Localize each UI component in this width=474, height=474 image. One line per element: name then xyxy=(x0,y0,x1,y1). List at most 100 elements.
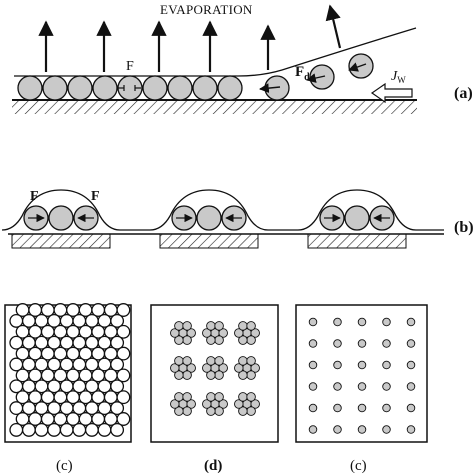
label-bottom-right: (c) xyxy=(350,458,367,474)
hex-particle xyxy=(116,303,131,317)
dot-particle xyxy=(333,317,342,327)
hex-particle xyxy=(110,335,125,350)
cluster-particle xyxy=(238,406,248,416)
dot-particle xyxy=(308,317,318,327)
cluster-particle xyxy=(182,406,192,416)
cluster-particle xyxy=(214,370,224,380)
dot-particle xyxy=(333,339,342,348)
hex-particle xyxy=(116,324,131,339)
cluster-particle xyxy=(206,335,216,345)
force-label-b-right: F xyxy=(91,189,100,204)
dot-particle xyxy=(406,317,416,327)
dot-particle xyxy=(406,425,416,434)
cluster-particle xyxy=(174,406,184,416)
dot-particle xyxy=(382,382,391,391)
cluster-particle xyxy=(218,363,228,373)
dot-particle xyxy=(382,360,391,370)
substrate-a xyxy=(12,100,417,114)
dot-particle xyxy=(406,360,416,370)
hex-particle xyxy=(110,313,125,328)
cluster-particle xyxy=(182,356,192,366)
hex-particle xyxy=(116,346,131,361)
hex-particle xyxy=(116,390,131,405)
isolated-particles xyxy=(308,317,416,434)
dot-particle xyxy=(357,425,367,434)
hex-particle xyxy=(110,379,125,394)
cluster-particle xyxy=(186,399,196,409)
hex-particle xyxy=(84,422,99,437)
cluster-particle xyxy=(238,321,248,331)
cluster-particle xyxy=(174,370,184,380)
hex-particle xyxy=(116,412,131,426)
cluster-particle xyxy=(246,356,256,366)
liquid-film-surface xyxy=(14,27,417,77)
cluster-particle xyxy=(246,321,256,331)
dot-particle xyxy=(357,382,367,391)
cluster-particle xyxy=(214,406,224,416)
water-flux-arrow xyxy=(370,82,413,104)
cluster-particle xyxy=(206,321,216,331)
hex-particle xyxy=(47,422,62,437)
cluster-particle xyxy=(202,328,212,338)
cluster-particle xyxy=(174,321,184,331)
particles-droplets xyxy=(23,205,395,231)
dot-particle xyxy=(357,339,367,348)
hex-particle xyxy=(21,422,36,437)
dot-particle xyxy=(333,425,342,434)
cluster-particle xyxy=(238,356,248,366)
cluster-particle xyxy=(218,328,228,338)
frame-e xyxy=(295,304,428,443)
patterned-stripes xyxy=(11,233,407,249)
cluster-particle xyxy=(238,392,248,402)
cluster-particle xyxy=(182,335,192,345)
cluster-particle xyxy=(218,399,228,409)
cluster-particle xyxy=(238,370,248,380)
force-label-a: F xyxy=(126,59,134,74)
cluster-particle xyxy=(206,406,216,416)
cluster-particle xyxy=(174,335,184,345)
cluster-particle xyxy=(246,392,256,402)
cluster-particle xyxy=(214,321,224,331)
cluster-particle xyxy=(214,392,224,402)
cluster-particle xyxy=(238,335,248,345)
hex-packed-particles xyxy=(9,303,131,437)
cluster-particle xyxy=(234,399,244,409)
hex-particle xyxy=(34,422,49,437)
cluster-particle xyxy=(250,328,260,338)
cluster-particle xyxy=(214,356,224,366)
cluster-particle xyxy=(234,328,244,338)
dot-particle xyxy=(308,425,318,434)
dot-particle xyxy=(308,339,318,348)
dot-particle xyxy=(308,382,318,391)
cluster-particle xyxy=(206,392,216,402)
cluster-particle xyxy=(246,335,256,345)
cluster-particle xyxy=(182,370,192,380)
hex-particle xyxy=(97,422,112,437)
evaporation-arrows xyxy=(38,4,342,72)
dot-particle xyxy=(357,403,367,413)
droplet-menisci xyxy=(1,189,444,231)
force-label-b-left: F xyxy=(30,189,39,204)
dot-particle xyxy=(406,339,416,348)
panel-d-cluster-array xyxy=(150,304,279,443)
panel-b: F F (b) xyxy=(1,189,474,249)
dot-particle xyxy=(333,403,342,413)
dot-particle xyxy=(333,360,342,370)
cluster-particle xyxy=(234,363,244,373)
dot-particle xyxy=(406,403,416,413)
cluster-particle xyxy=(250,399,260,409)
cluster-particle xyxy=(170,363,180,373)
cluster-particle xyxy=(246,406,256,416)
cluster-particle xyxy=(174,356,184,366)
dot-particle xyxy=(382,317,391,327)
cluster-particle xyxy=(250,363,260,373)
cluster-particle xyxy=(186,363,196,373)
panel-a: F Fd JW EVAPORATION (a) xyxy=(12,2,473,114)
hex-particle xyxy=(110,401,125,416)
capillary-force-marker-a xyxy=(118,85,141,91)
panel-c-hexagonal-array xyxy=(4,303,132,443)
label-bottom-left: (c) xyxy=(56,458,73,474)
drag-force-arrows xyxy=(259,62,367,93)
dot-particle xyxy=(382,339,391,348)
dot-particle xyxy=(308,403,318,413)
